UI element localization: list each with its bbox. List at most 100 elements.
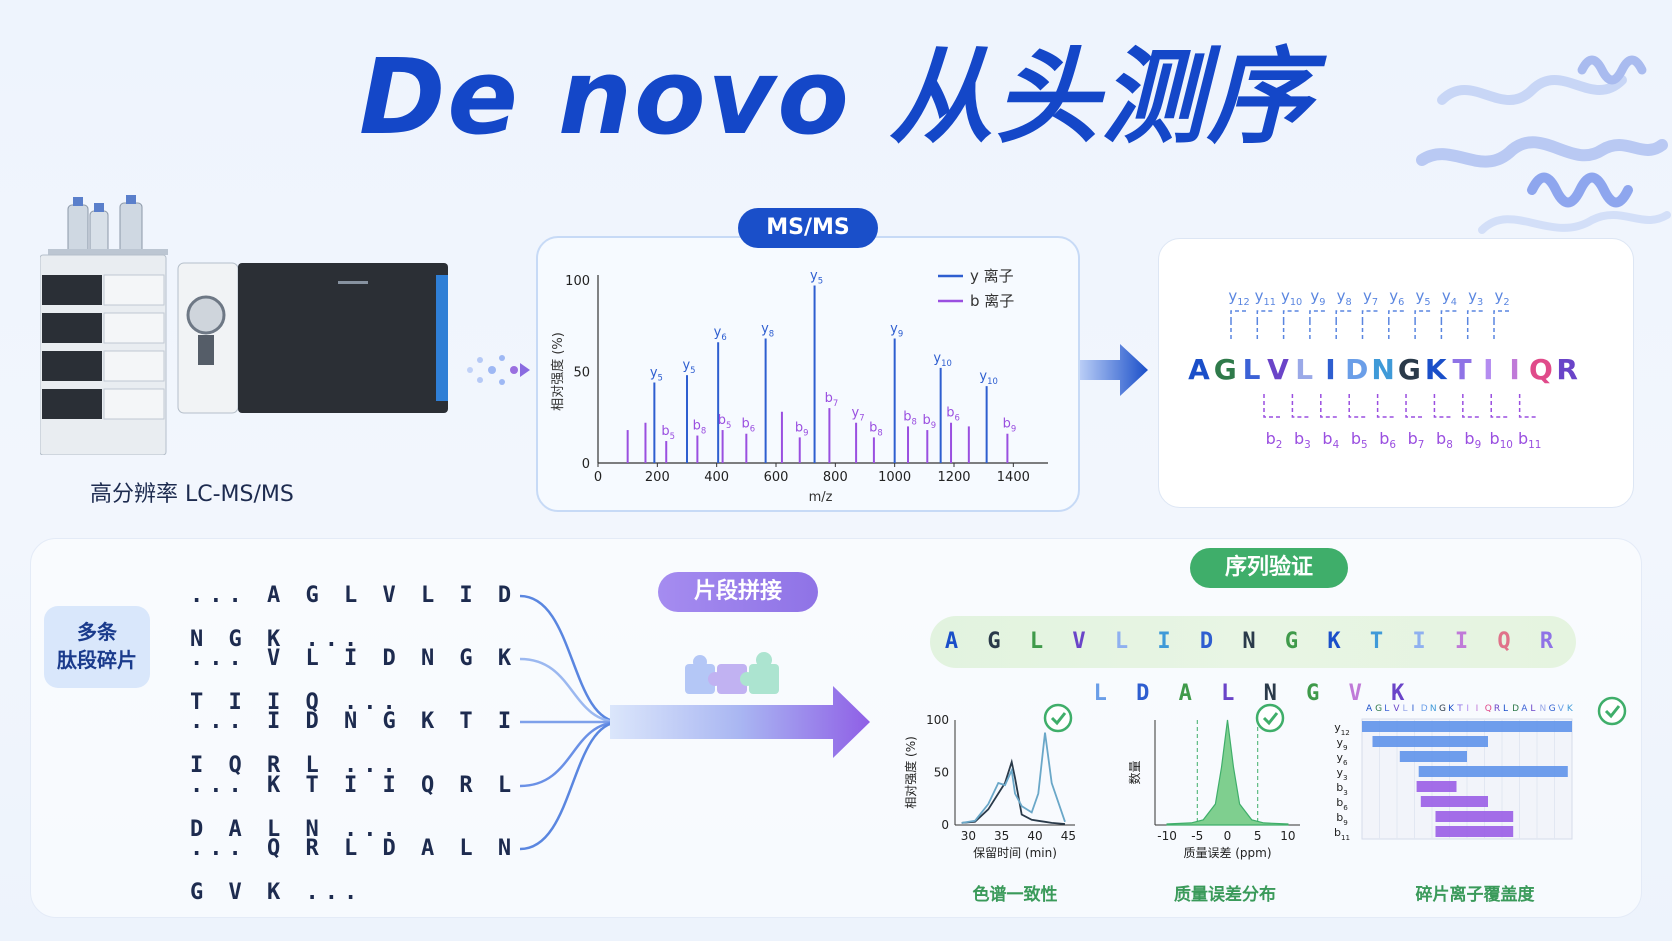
ion-label: y9 [890,322,903,339]
legend-label: b 离子 [970,292,1014,310]
full-sequence-letter: I [1454,629,1498,654]
x-tick-label: 0 [1224,829,1232,843]
x-axis-label: 质量误差 (ppm) [1183,846,1271,860]
full-sequence-letter: V [1072,629,1115,654]
x-tick-label: -10 [1157,829,1177,843]
coverage-bar [1420,796,1488,807]
x-tick-label: 5 [1254,829,1262,843]
ion-label: b11 [1334,826,1350,842]
sequence-letter: Q [1529,353,1553,386]
coverage-header-letter: L [1503,704,1508,714]
x-tick-label: 40 [1027,829,1042,843]
y-tick-label: 0 [941,818,949,832]
ion-label: y9 [1310,287,1325,308]
puzzle-icon [685,652,779,694]
coverage-header-letter: R [1494,704,1500,714]
full-sequence-letter: D [1199,629,1243,654]
ion-label: b6 [946,406,960,423]
y-axis-label: 数量 [1127,760,1142,784]
coverage-header-letter: K [1448,704,1455,714]
coverage-header-letter: L [1530,704,1535,714]
check-mark [1604,705,1621,719]
y-bracket [1309,310,1326,339]
coverage-header-letter: Q [1485,704,1492,714]
ion-label: b8 [1436,429,1453,451]
chrom-line [961,758,1066,825]
y-tick-label: 100 [926,713,949,727]
mass-spectrometer [177,262,448,414]
x-axis-label: 保留时间 (min) [973,846,1057,860]
y-tick-label: 100 [565,274,590,289]
ion-label: y5 [810,268,823,285]
ion-label: y8 [761,322,774,339]
ion-label: b4 [1322,429,1339,451]
x-tick-label: 400 [704,470,729,485]
full-sequence-letter: L [1029,629,1073,654]
full-sequence-letter: I [1157,629,1200,654]
x-tick-label: 0 [594,470,602,485]
y-bracket [1282,310,1300,339]
sequence-letter: A [1188,353,1210,386]
check-icon [1597,696,1627,726]
full-sequence-letter: T [1369,629,1413,654]
protein-structure-icon [1416,55,1671,234]
ion-label: b6 [1336,796,1348,812]
ion-label: b6 [742,417,756,434]
ion-label: b11 [1518,429,1541,451]
coverage-header-letter: L [1403,704,1408,714]
ion-label: b10 [1490,429,1513,451]
solvent-bottles [48,195,168,255]
chrom-title: 色谱一致性 [972,885,1058,905]
right-arrow-icon [1080,344,1148,396]
full-sequence-letter: G [1284,629,1328,654]
full-sequence: A G L V L I D N G K T I I Q R L D A L N … [930,616,1576,706]
ion-label: b8 [903,409,917,426]
sequence-letter: L [1295,353,1313,386]
ion-label: b2 [1266,429,1283,451]
y-bracket [1361,310,1379,339]
ion-label: b9 [1336,811,1348,827]
sequence-letter: G [1398,353,1421,386]
chrom-line [961,732,1066,824]
ion-label: b9 [1003,417,1017,434]
ion-label: y5 [682,358,695,375]
ion-label: y10 [1281,287,1302,308]
ion-label: b5 [661,424,675,441]
coverage-header-letter: G [1375,704,1382,714]
error-distribution [1166,719,1289,826]
b-bracket [1376,394,1394,418]
x-tick-label: 45 [1061,829,1076,843]
ion-label: y10 [933,351,951,368]
b-bracket [1490,394,1508,418]
mass-title: 质量误差分布 [1174,885,1276,905]
y-bracket [1493,310,1510,339]
ion-label: y7 [852,406,865,423]
coverage-header-letter: N [1539,704,1546,714]
legend-label: y 离子 [970,267,1014,285]
sequence-letter: G [1214,353,1237,386]
y-bracket [1335,310,1353,339]
coverage-bar [1416,781,1457,792]
y-bracket [1414,310,1432,339]
full-sequence-letter: A [1178,681,1222,706]
x-tick-label: -5 [1191,829,1203,843]
coverage-header-letter: A [1366,704,1373,714]
sequence-letter: N [1371,353,1394,386]
x-tick-label: 1400 [997,470,1030,485]
b-bracket [1291,394,1309,418]
multi-fragment-label: 多条 肽段碎片 [44,606,150,688]
b-bracket [1263,394,1280,418]
b-bracket [1405,394,1423,418]
ion-label: b9 [795,420,809,437]
ion-label: b8 [869,420,883,437]
ion-label: b9 [1464,429,1481,451]
flow-dots-icon [467,355,530,385]
x-tick-label: 30 [961,829,976,843]
page-title: De novo 从头测序 [358,36,1313,158]
full-sequence-letter: R [1539,629,1562,654]
b-bracket [1320,394,1337,418]
